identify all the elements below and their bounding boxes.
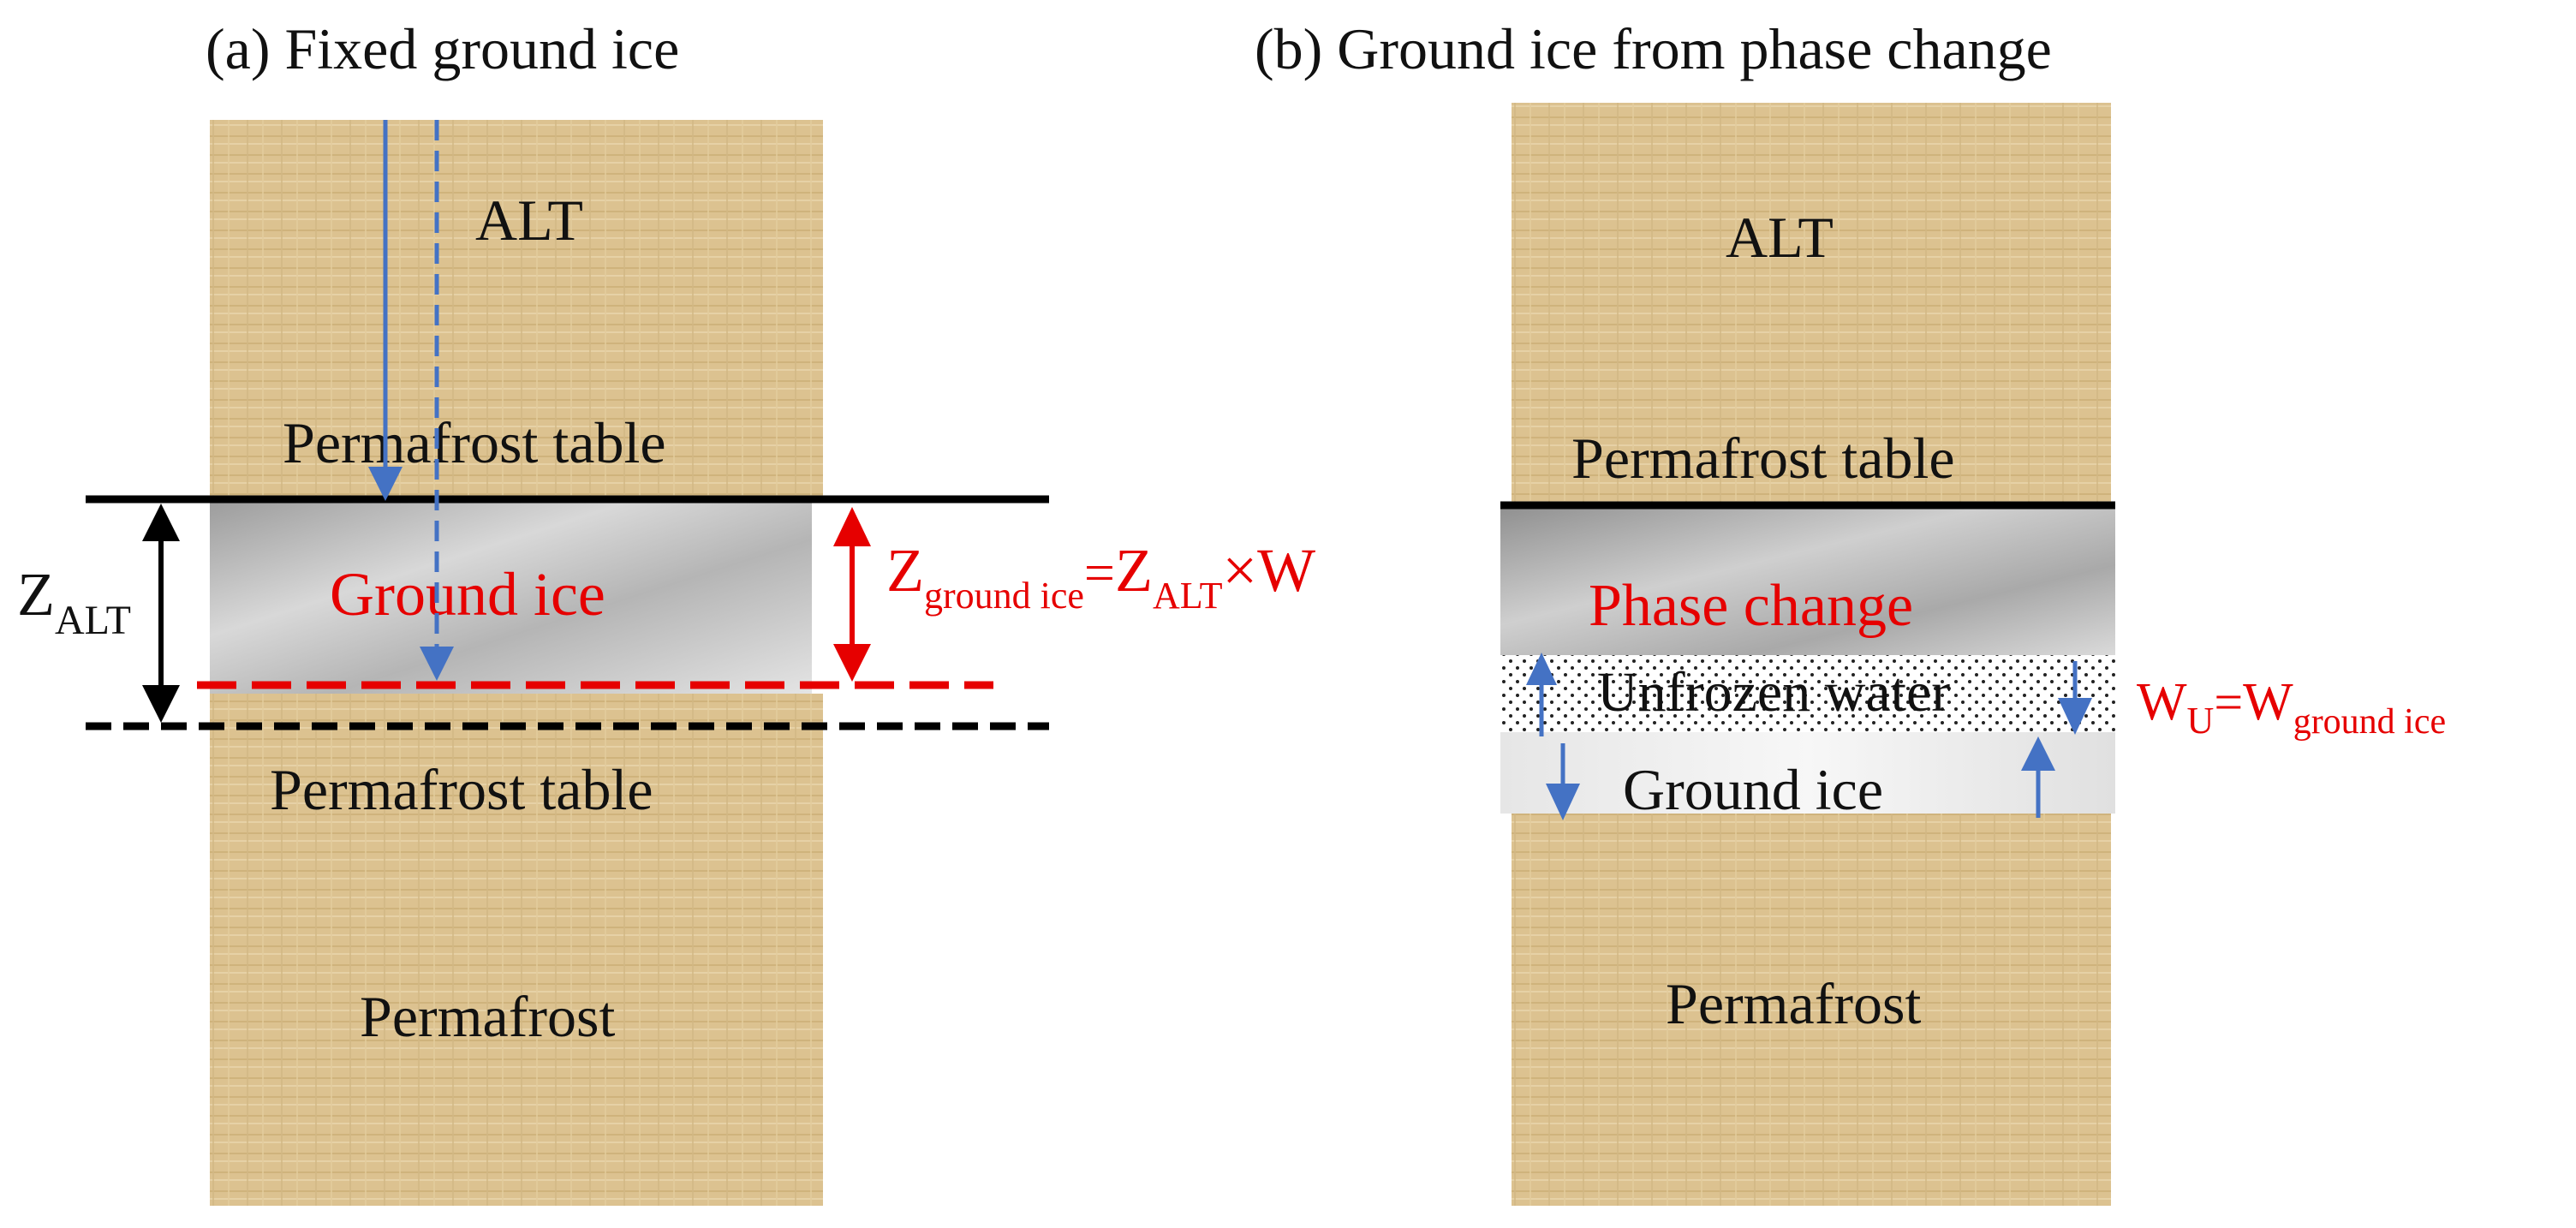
formula-b-w2: W xyxy=(2243,673,2293,731)
z-ground-ice-arrow-top-head xyxy=(833,507,871,546)
z-alt-arrow-top-head xyxy=(142,504,180,541)
z-alt-label: ZALT xyxy=(17,560,131,643)
z-alt-arrow-bottom-head xyxy=(142,685,180,723)
left-up-arrow-head xyxy=(1526,653,1557,685)
alt-label-b: ALT xyxy=(1726,205,1834,270)
formula-a-z2: Z xyxy=(1115,536,1153,605)
right-up-arrow-head xyxy=(2021,736,2055,771)
z-ground-ice-arrow-bottom-head xyxy=(833,644,871,682)
formula-a-z2-sub: ALT xyxy=(1153,575,1223,617)
ground-ice-label-a: Ground ice xyxy=(330,560,605,629)
formula-a-eq: = xyxy=(1084,542,1115,603)
permafrost-label-a: Permafrost xyxy=(360,984,615,1049)
soil-column-lower-a xyxy=(210,694,823,1206)
w-formula: WU=Wground ice xyxy=(2137,673,2446,742)
formula-a-z1-sub: ground ice xyxy=(924,575,1084,617)
soil-column-upper-b xyxy=(1512,103,2111,505)
panel-b: (b) Ground ice from phase change ALT Per… xyxy=(1255,16,2446,1206)
alt-label-a: ALT xyxy=(475,188,583,253)
unfrozen-water-label: Unfrozen water xyxy=(1597,661,1950,724)
formula-a-z1: Z xyxy=(886,536,924,605)
panel-b-title: (b) Ground ice from phase change xyxy=(1255,16,2052,81)
ground-ice-block-a xyxy=(210,501,812,694)
soil-column-upper-a xyxy=(210,120,823,501)
unfrozen-water-block xyxy=(1500,655,2115,732)
z-alt-sub: ALT xyxy=(55,598,131,643)
thaw-arrow-solid-head xyxy=(368,467,402,501)
formula-b-eq: = xyxy=(2214,674,2243,730)
z-alt-main: Z xyxy=(17,560,55,629)
z-ground-ice-formula: Zground ice=ZALT×W xyxy=(886,536,1315,617)
right-down-arrow-head xyxy=(2058,698,2092,735)
permafrost-table-bottom-label-a: Permafrost table xyxy=(270,757,653,822)
permafrost-label-b: Permafrost xyxy=(1666,971,1921,1036)
permafrost-table-top-label-a: Permafrost table xyxy=(283,410,666,475)
thaw-arrow-dashed-head xyxy=(420,647,454,681)
panel-a: (a) Fixed ground ice ALT Permafrost tabl… xyxy=(17,16,1315,1206)
left-down-arrow-head xyxy=(1546,784,1580,820)
soil-column-lower-b xyxy=(1512,814,2111,1206)
formula-b-w1: W xyxy=(2137,673,2187,731)
phase-change-label: Phase change xyxy=(1589,573,1913,639)
permafrost-table-label-b: Permafrost table xyxy=(1571,426,1955,491)
formula-b-w1-sub: U xyxy=(2187,700,2215,742)
phase-change-block xyxy=(1500,505,2115,655)
formula-a-times: ×W xyxy=(1223,536,1316,605)
formula-b-w2-sub: ground ice xyxy=(2293,702,2446,742)
ground-ice-label-b: Ground ice xyxy=(1623,757,1883,822)
panel-a-title: (a) Fixed ground ice xyxy=(206,16,679,81)
ground-ice-block-b xyxy=(1500,732,2115,814)
